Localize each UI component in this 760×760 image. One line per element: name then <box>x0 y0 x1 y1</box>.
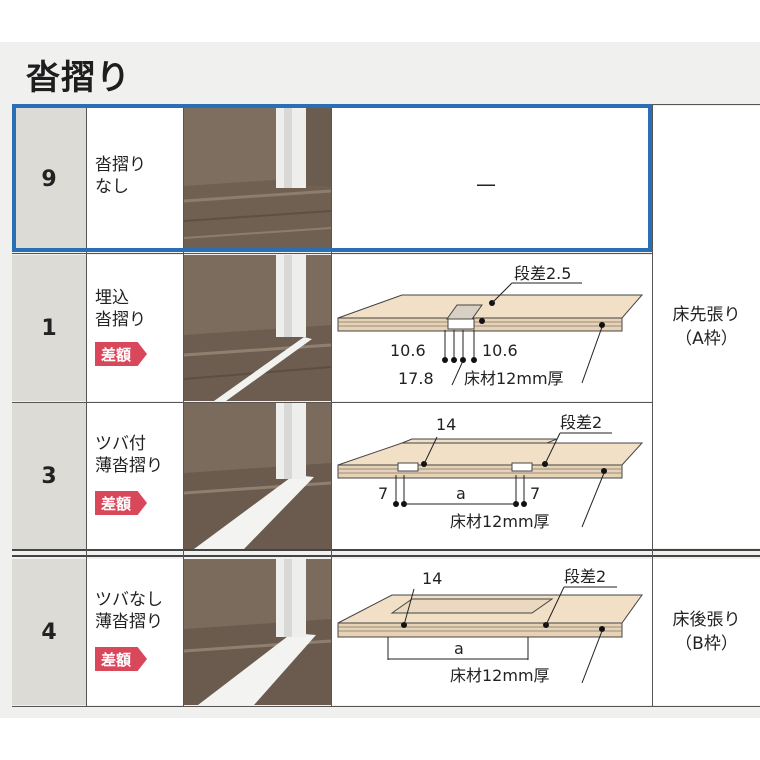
step-label: 段差2 <box>560 413 602 432</box>
left-width-label: 7 <box>378 484 388 503</box>
row-number: 4 <box>12 559 86 705</box>
row-name-line1: 沓摺り <box>95 155 146 175</box>
install-method-line1: 床後張り <box>672 610 741 630</box>
product-photo <box>184 106 331 252</box>
install-method-cell-b: 床後張り （B枠） <box>653 559 760 705</box>
price-difference-badge: 差額 <box>95 491 147 515</box>
row-name-line1: ツバ付 <box>95 434 146 454</box>
table-line <box>12 402 652 403</box>
row-name-line2: 沓摺り <box>95 310 146 330</box>
step-label: 段差2.5 <box>514 264 571 283</box>
right-width-label: 10.6 <box>482 341 518 360</box>
row-name-line2: なし <box>95 177 129 197</box>
step-label: 段差2 <box>564 567 606 586</box>
table-line <box>12 549 760 551</box>
install-method-line2: （A枠） <box>675 329 738 349</box>
row-number: 3 <box>12 403 86 549</box>
install-method-line1: 床先張り <box>672 305 741 325</box>
product-photo <box>184 559 331 705</box>
table-line <box>331 104 332 706</box>
right-width-label: 7 <box>530 484 540 503</box>
left-width-label: 10.6 <box>390 341 426 360</box>
product-photo <box>184 403 331 549</box>
table-line <box>86 104 87 706</box>
table-line <box>183 104 184 706</box>
section-diagram: 14 段差2 a 床材12mm厚 <box>332 559 652 705</box>
row-name-line2: 薄沓摺り <box>95 456 163 476</box>
row-name-line1: 埋込 <box>95 288 129 308</box>
row-name-cell: 沓摺り なし <box>87 106 183 252</box>
a-dimension-label: a <box>454 639 464 658</box>
row-number: 1 <box>12 255 86 401</box>
product-photo <box>184 255 331 401</box>
row-name-line1: ツバなし <box>95 590 163 610</box>
floor-thickness-label: 床材12mm厚 <box>464 369 564 388</box>
price-difference-badge: 差額 <box>95 647 147 671</box>
table-line <box>12 706 760 707</box>
no-diagram-dash: — <box>476 172 496 196</box>
table-line <box>652 104 653 706</box>
selected-row-highlight <box>12 104 652 252</box>
top-width-label: 14 <box>436 415 456 434</box>
a-dimension-label: a <box>456 484 466 503</box>
price-difference-badge: 差額 <box>95 342 147 366</box>
row-number: 9 <box>12 106 86 252</box>
install-method-line2: （B枠） <box>675 634 738 654</box>
row-name-line2: 薄沓摺り <box>95 612 163 632</box>
page-title: 沓摺り <box>26 58 131 98</box>
top-width-label: 14 <box>422 569 442 588</box>
section-diagram: 14 段差2 7 a 7 床材12mm厚 <box>332 403 652 549</box>
row-name-cell: 埋込 沓摺り 差額 <box>87 255 183 401</box>
row-name-cell: ツバ付 薄沓摺り 差額 <box>87 403 183 549</box>
diagram-cell <box>332 106 652 252</box>
row-name-cell: ツバなし 薄沓摺り 差額 <box>87 559 183 705</box>
table-line <box>12 253 652 254</box>
floor-thickness-label: 床材12mm厚 <box>450 666 550 685</box>
table-line <box>12 555 760 557</box>
section-diagram: 段差2.5 10.6 10.6 17.8 床材12mm厚 <box>332 255 652 401</box>
install-method-cell-a: 床先張り （A枠） <box>653 106 760 548</box>
floor-thickness-label: 床材12mm厚 <box>450 512 550 531</box>
total-width-label: 17.8 <box>398 369 434 388</box>
